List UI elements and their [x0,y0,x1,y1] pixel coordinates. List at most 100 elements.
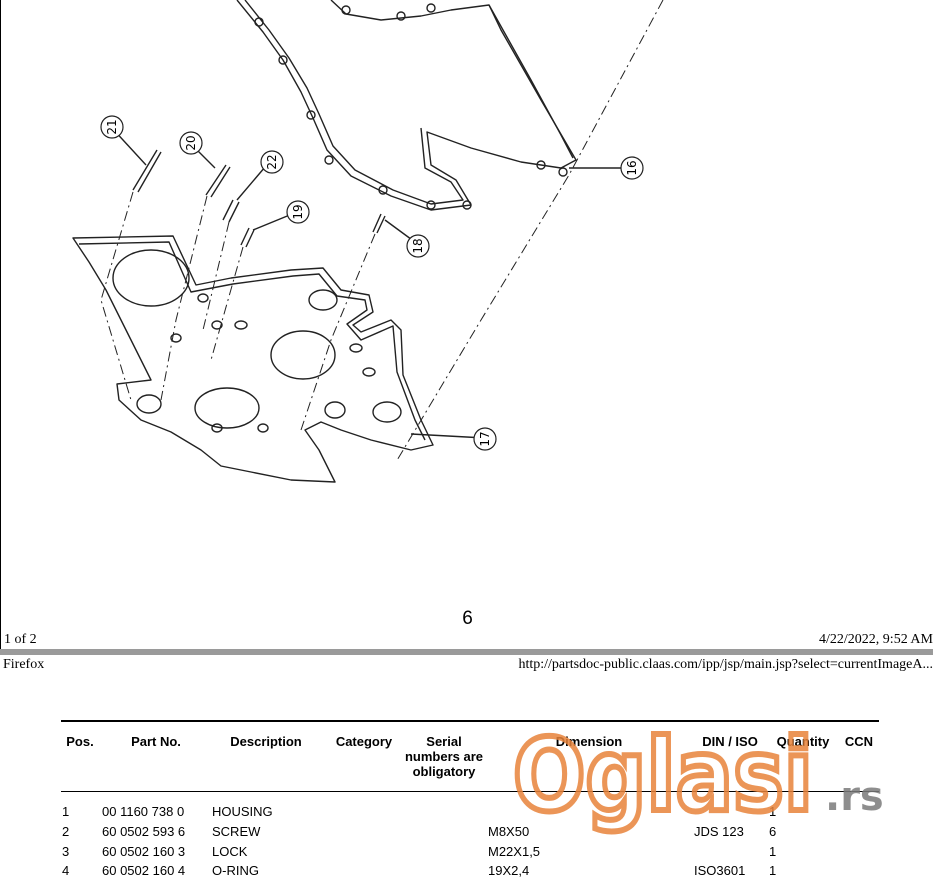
col-header-ccn: CCN [844,734,874,749]
hole-left-low [136,394,162,414]
cell-dimension: M8X50 [488,824,530,839]
leader-lines [111,127,631,439]
lower-plate-outline [72,235,434,483]
col-header-description: Description [230,734,302,749]
svg-text:20: 20 [184,135,198,150]
hole-rect-lower [194,387,260,429]
callout-16: 16 [620,156,644,180]
hole-small-4 [211,320,223,330]
cell-description: HOUSING [212,804,273,819]
stud-21 [132,149,162,193]
centerline-2 [160,195,208,401]
callout-20: 20 [179,131,203,155]
hole-small-5 [197,293,209,303]
col-header-dimension: Dimension [555,734,623,749]
table-row: 3 60 0502 160 3 LOCK M22X1,5 1 [61,844,879,864]
cell-part-no: 60 0502 160 4 [102,863,186,878]
hole-large-left [112,249,190,307]
svg-text:21: 21 [105,119,119,134]
callout-22: 22 [260,150,284,174]
table-header-rule [61,791,879,792]
cell-quantity: 1 [769,844,777,859]
centerline-6 [395,0,664,463]
gasket-hole-9 [558,167,568,177]
centerline-4 [210,246,244,361]
upper-gasket-outline [236,0,577,211]
cell-din-iso: JDS 123 [694,824,744,839]
table-top-rule [61,720,879,722]
cell-dimension: 19X2,4 [488,863,530,878]
svg-text:18: 18 [411,238,425,253]
page-number: 6 [462,608,473,629]
cell-part-no: 00 1160 738 0 [102,804,185,819]
gasket-hole-1 [254,17,264,27]
exploded-parts-diagram: 21 20 22 19 18 16 [72,0,664,483]
pdf-page-top: 21 20 22 19 18 16 [0,0,933,650]
svg-text:19: 19 [291,204,305,219]
page-break-divider [0,649,933,655]
cell-description: O-RING [212,863,259,878]
col-header-serial: Serial numbers are obligatory [399,734,489,779]
cell-part-no: 60 0502 160 3 [102,844,186,859]
gasket-hole-6 [426,200,436,210]
gasket-hole-7 [462,200,472,210]
cell-quantity: 6 [769,824,777,839]
centerline-1 [100,191,134,401]
screw-18 [372,213,386,234]
hole-mid-right [308,289,338,311]
centerline-3 [202,221,230,331]
callout-18: 18 [406,234,430,258]
cell-pos: 4 [62,863,70,878]
hole-large-center [270,330,336,380]
cell-pos: 2 [62,824,70,839]
col-header-category: Category [335,734,393,749]
centerline-5 [300,233,376,431]
table-row: 4 60 0502 160 4 O-RING 19X2,4 ISO3601 1 [61,863,879,883]
table-row: 2 60 0502 593 6 SCREW M8X50 JDS 123 6 [61,824,879,844]
gasket-hole-11 [396,11,406,21]
cell-dimension: M22X1,5 [488,844,541,859]
print-footer-datetime: 4/22/2022, 9:52 AM [819,632,933,647]
table-row: 1 00 1160 738 0 HOUSING 1 [61,804,879,824]
cell-pos: 1 [62,804,70,819]
hole-right-a [372,401,402,423]
gasket-hole-5 [378,185,388,195]
lower-plate-inner [78,241,426,441]
col-header-din-iso: DIN / ISO [702,734,758,749]
col-header-quantity: Quantity [776,734,830,749]
hole-small-6 [170,333,182,343]
col-header-part-no: Part No. [131,734,181,749]
cell-description: SCREW [212,824,261,839]
hole-small-2 [349,343,363,353]
callout-21: 21 [100,115,124,139]
cell-pos: 3 [62,844,70,859]
upper-gasket-inner [244,0,464,205]
cell-din-iso: ISO3601 [694,863,746,878]
callout-19: 19 [286,200,310,224]
gasket-hole-2 [278,55,288,65]
cell-quantity: 1 [769,863,777,878]
print-header-browser: Firefox [3,657,45,672]
print-footer-page-count: 1 of 2 [4,632,37,647]
cell-description: LOCK [212,844,248,859]
stud-19 [240,227,255,248]
gasket-hole-3 [306,110,316,120]
gasket-hole-8 [536,160,546,170]
hole-right-b [324,401,346,419]
col-header-serial-line3: obligatory [412,764,476,779]
svg-text:17: 17 [478,431,492,446]
hole-small-8 [211,423,223,433]
cell-part-no: 60 0502 593 6 [102,824,186,839]
col-header-serial-line2: numbers are [404,749,484,764]
col-header-pos: Pos. [66,734,94,749]
print-header-url: http://partsdoc-public.claas.com/ipp/jsp… [518,657,933,672]
callout-17: 17 [473,427,497,451]
hole-small-1 [234,320,248,330]
cell-quantity: 1 [769,804,777,819]
hole-small-7 [257,423,269,433]
stud-20 [205,164,231,198]
gasket-hole-12 [341,5,351,15]
col-header-serial-line1: Serial [426,734,462,749]
gasket-hole-10 [426,3,436,13]
gasket-hole-4 [324,155,334,165]
